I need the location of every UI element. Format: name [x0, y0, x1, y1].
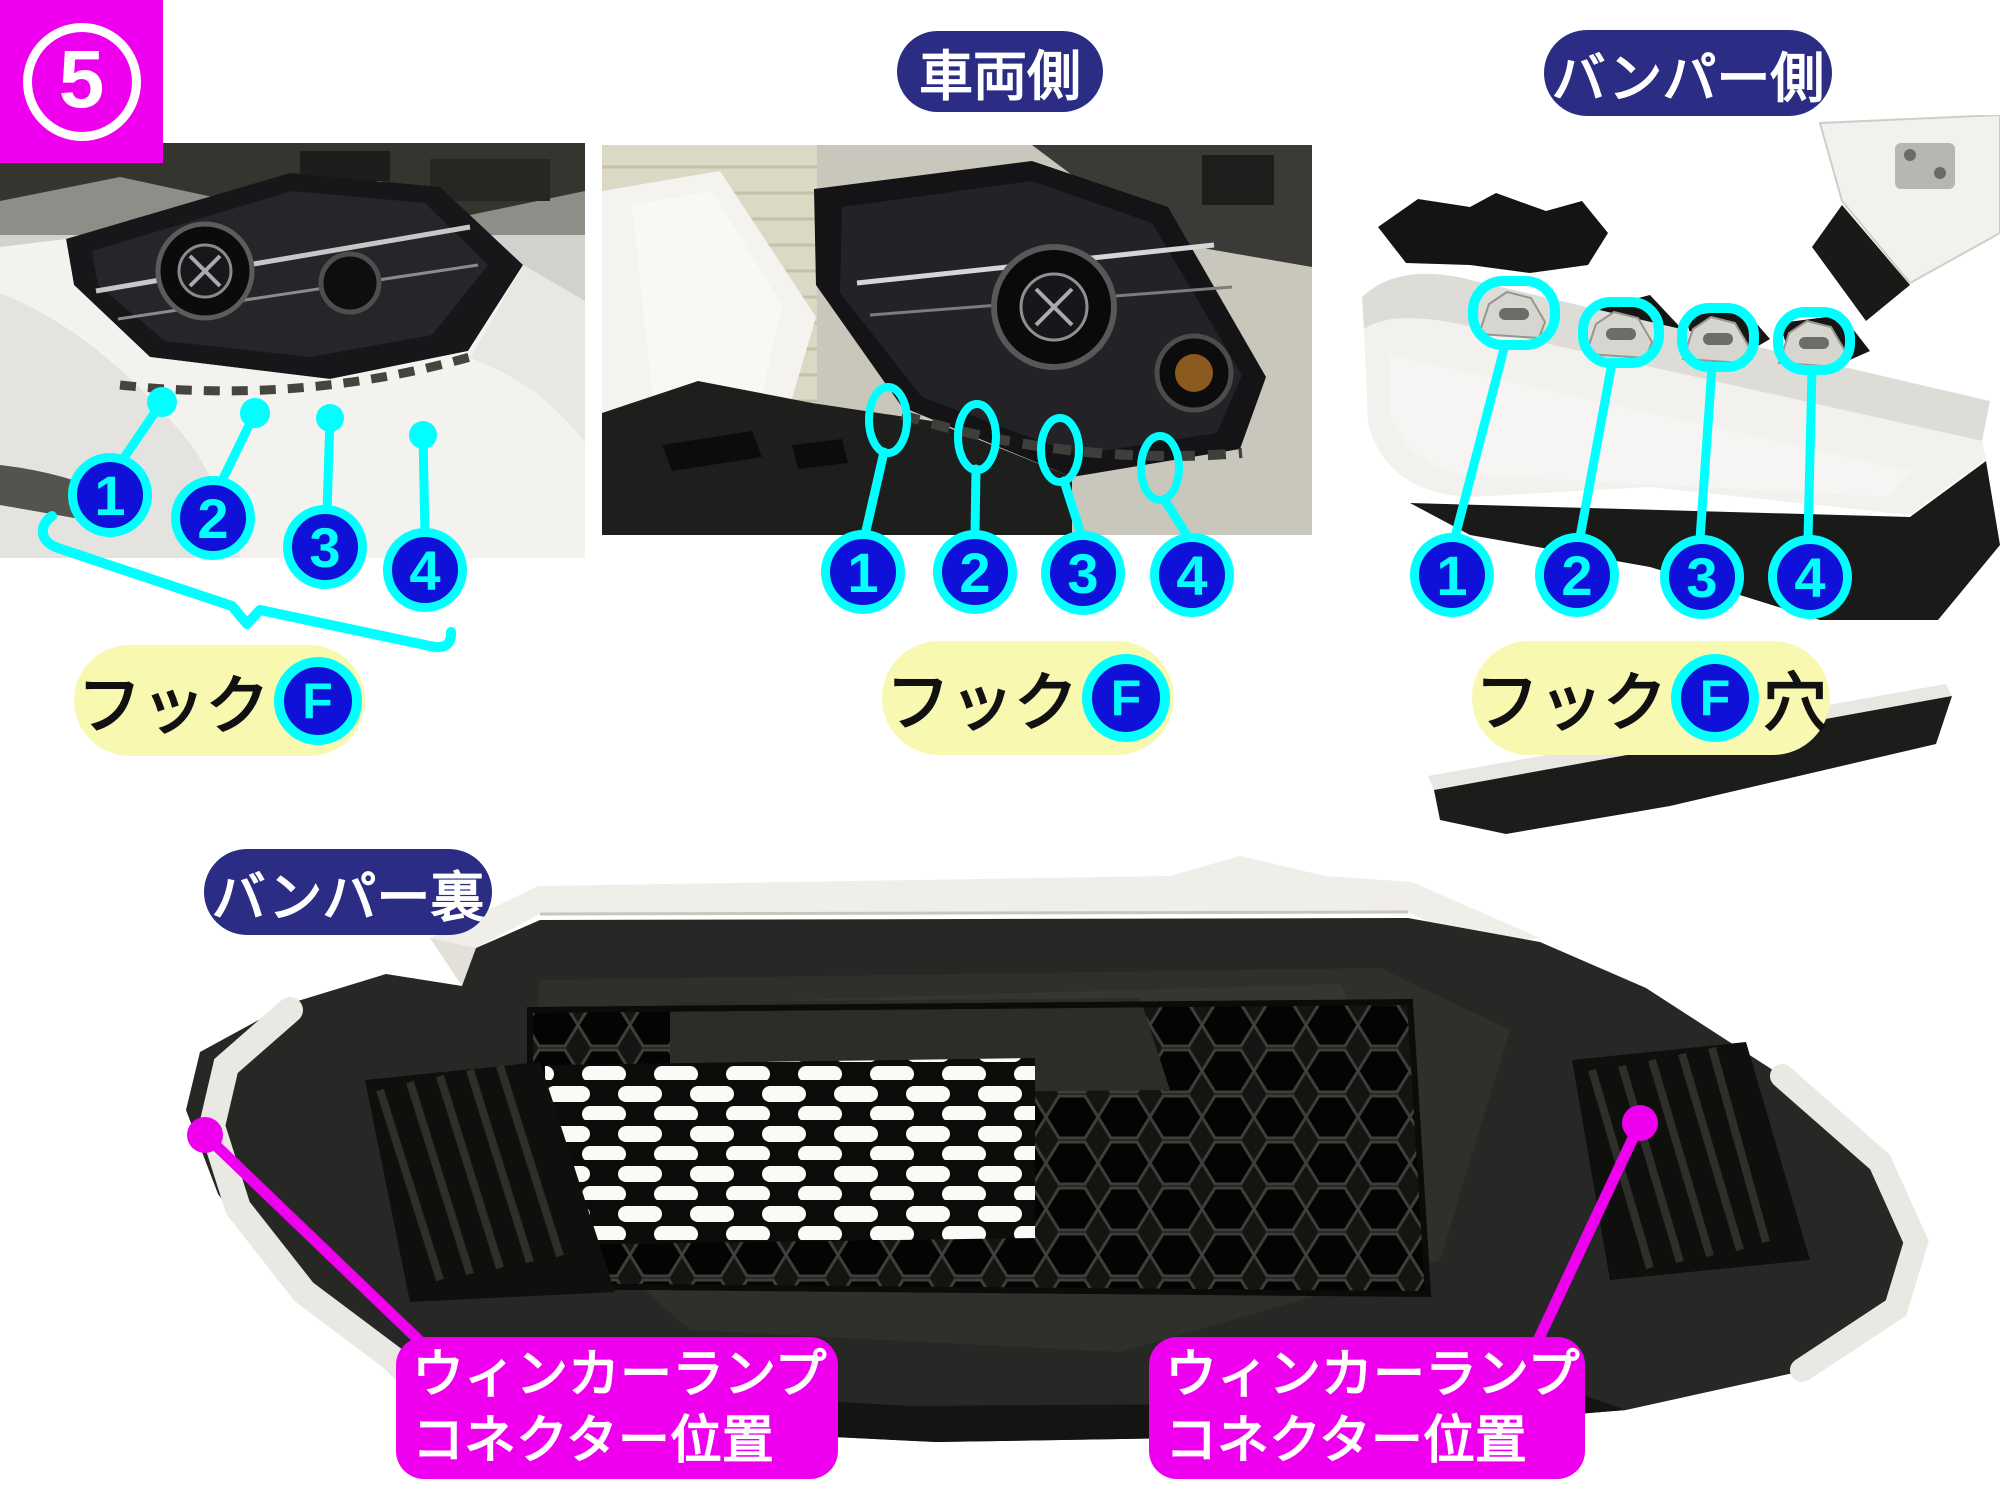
connector-dot [187, 1117, 223, 1153]
bumper-back-text: バンパー裏 [211, 867, 485, 928]
bumper-hooks [1477, 290, 1847, 369]
leader-line [418, 430, 430, 542]
hook-f-label-middle: フック F [882, 641, 1174, 755]
number-marker-left-4: 4 [383, 528, 467, 612]
leader-line [1575, 358, 1617, 542]
hole-text: 穴 [1763, 667, 1827, 739]
step-number: 5 [58, 33, 105, 125]
number-marker-right-4: 4 [1768, 535, 1852, 619]
leader-line [1059, 476, 1087, 542]
hook-f-marker-icon: F [1082, 654, 1170, 742]
bumper-rear-photo [186, 684, 1952, 1442]
leader-line [1695, 362, 1717, 544]
leader-line [860, 447, 889, 540]
leader-line [1450, 340, 1510, 542]
connector-leader-line [199, 1129, 434, 1355]
hook-f-hole-label: フック F 穴 [1472, 641, 1830, 755]
hook-ring [865, 383, 911, 457]
connector-callout-right: ウィンカーランプ コネクター位置 [1149, 1337, 1585, 1479]
hook-f-label-left: フック F [74, 645, 365, 756]
bumper-side-text: バンパー側 [1551, 48, 1825, 109]
connector-callout-left: ウィンカーランプ コネクター位置 [396, 1337, 838, 1479]
callout-line2: コネクター位置 [1165, 1412, 1527, 1470]
number-marker-left-1: 1 [68, 453, 152, 537]
number-marker-left-3: 3 [283, 505, 367, 589]
step-number-circle-icon: 5 [22, 22, 141, 141]
hook-text: フック [1475, 667, 1667, 739]
hook-slot-ring [1578, 297, 1664, 368]
leader-line [322, 413, 335, 517]
bumper-side-label: バンパー側 [1544, 30, 1832, 116]
hook-slot-ring [1468, 276, 1560, 350]
leader-line [1803, 365, 1817, 544]
hook-ring [1037, 414, 1083, 486]
hook-slot-ring [1677, 303, 1759, 372]
callout-line1: ウィンカーランプ [412, 1346, 827, 1404]
number-marker-middle-4: 4 [1150, 533, 1234, 617]
vehicle-side-text: 車両側 [919, 47, 1081, 107]
vehicle-side-label: 車両側 [897, 31, 1103, 112]
hook-point-dot [147, 387, 177, 417]
group-brace [38, 511, 457, 652]
headlight-vehicle-side-photo [602, 145, 1312, 535]
leader-line [970, 464, 981, 540]
hook-point-dot [316, 404, 344, 432]
number-marker-left-2: 2 [171, 476, 255, 560]
headlight-front-photo [0, 143, 585, 558]
number-marker-right-1: 1 [1410, 533, 1494, 617]
connector-dot [1622, 1105, 1658, 1141]
hook-slot-ring [1773, 307, 1855, 375]
bumper-back-label: バンパー裏 [204, 849, 492, 935]
callout-line1: ウィンカーランプ [1165, 1346, 1580, 1404]
number-marker-right-2: 2 [1535, 533, 1619, 617]
connector-leader-line [1528, 1117, 1646, 1355]
step-badge: 5 [0, 0, 163, 163]
hook-ring [1137, 432, 1183, 504]
hook-ring [954, 400, 1000, 474]
hook-f-marker-icon: F [273, 656, 362, 745]
number-marker-middle-3: 3 [1041, 531, 1125, 615]
hook-f-marker-icon: F [1671, 654, 1759, 742]
number-marker-right-3: 3 [1660, 535, 1744, 619]
hook-point-dot [240, 398, 270, 428]
number-marker-middle-2: 2 [933, 530, 1017, 614]
number-marker-middle-1: 1 [821, 530, 905, 614]
callout-line2: コネクター位置 [412, 1412, 774, 1470]
hook-text: フック [77, 669, 270, 742]
hook-text: フック [886, 667, 1078, 739]
hook-point-dot [409, 421, 437, 449]
